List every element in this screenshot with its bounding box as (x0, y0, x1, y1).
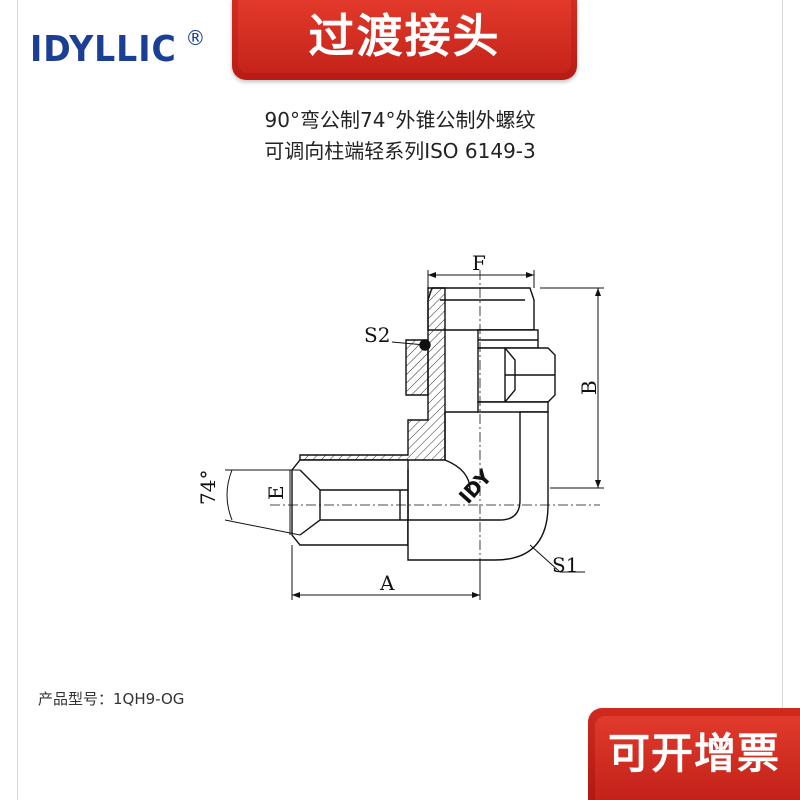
label-b: B (577, 380, 601, 395)
label-f: F (472, 251, 486, 275)
product-title-line2: 可调向柱端轻系列ISO 6149-3 (264, 139, 536, 163)
top-banner-title: 过渡接头 (308, 9, 501, 63)
registered-mark: ® (185, 26, 206, 50)
brand-mark: IDY (454, 464, 497, 508)
product-title-line1: 90°弯公制74°外锥公制外螺纹 (264, 108, 536, 132)
label-angle: 74° (196, 470, 220, 505)
product-card (17, 0, 783, 800)
label-a: A (379, 571, 395, 595)
label-s1: S1 (552, 553, 578, 577)
top-banner: 过渡接头 (232, 0, 577, 80)
brand-name: IDYLLIC (30, 29, 177, 70)
label-e: E (264, 485, 288, 500)
brand-logo: IDYLLIC ® (30, 26, 206, 70)
label-s2: S2 (364, 323, 390, 347)
bottom-banner: 可开增票 (588, 708, 800, 800)
model-number: 产品型号：1QH9-OG (38, 690, 185, 708)
invoice-badge: 可开增票 (607, 729, 780, 778)
